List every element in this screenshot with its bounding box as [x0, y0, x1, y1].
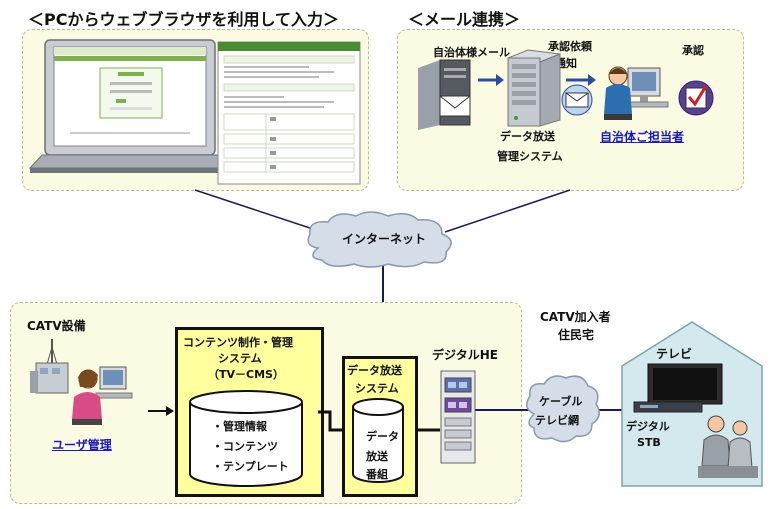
user-to-cms-arrow	[148, 406, 174, 416]
tv-label: テレビ	[656, 347, 693, 361]
stb-label-1: デジタル	[626, 420, 670, 433]
arrow-to-server-icon	[478, 74, 504, 86]
broadcast-system-label-1: データ放送	[500, 130, 555, 143]
user-management-label: ユーザ管理	[52, 438, 112, 452]
pc-input-title: ＜PCからウェブブラウザを利用して入力＞	[28, 10, 339, 29]
dbs-item-broadcast: 放送	[366, 450, 388, 463]
arrow-to-staff-icon	[566, 74, 596, 86]
internet-label: インターネット	[342, 232, 427, 246]
broadcast-system-label-2: 管理システム	[497, 150, 563, 163]
cms-database-icon	[189, 390, 303, 487]
municipal-staff-icon	[604, 66, 669, 120]
broadcast-server-icon	[507, 49, 561, 127]
digital-he-rack-icon	[440, 370, 476, 464]
approval-request-label-1: 承認依頼	[548, 40, 592, 53]
dbs-title-2: システム	[355, 382, 399, 395]
cms-title-3: （TV－CMS）	[208, 368, 284, 381]
cms-item-templates: ・テンプレート	[212, 460, 289, 473]
cable-network-label-1: ケーブル	[539, 395, 583, 408]
cms-title-2: システム	[218, 352, 262, 365]
subscriber-label-2: 住民宅	[558, 328, 595, 342]
internet-cloud-icon	[307, 211, 452, 268]
dbs-database-icon	[352, 398, 404, 483]
stb-icon	[633, 401, 703, 413]
catv-facility-label: CATV設備	[27, 319, 86, 333]
approval-check-icon	[678, 80, 714, 116]
mail-integration-title: ＜メール連携＞	[408, 10, 521, 29]
dbs-title-1: データ放送	[347, 364, 402, 377]
mail-flow-illustration	[418, 49, 714, 130]
cable-network-label-2: テレビ網	[535, 414, 579, 427]
dbs-item-data: データ	[366, 430, 399, 443]
dbs-item-program: 番組	[366, 468, 388, 481]
municipal-mail-label: 自治体様メール	[433, 46, 510, 59]
family-icon	[698, 415, 758, 478]
cms-item-contents: ・コンテンツ	[212, 440, 278, 453]
cms-item-management: ・管理情報	[212, 420, 267, 433]
cms-title-1: コンテンツ制作・管理	[183, 336, 293, 349]
tv-icon	[647, 363, 723, 409]
cable-network-cloud-icon	[526, 375, 600, 443]
operator-icon	[72, 366, 133, 425]
laptop-illustration	[28, 39, 361, 185]
digital-he-label: デジタルHE	[432, 348, 499, 362]
mail-envelope-icon	[439, 95, 471, 117]
operator-illustration	[30, 339, 133, 425]
subscriber-label-1: CATV加入者	[540, 310, 611, 324]
municipal-staff-label: 自治体ご担当者	[600, 130, 685, 144]
home-illustration	[621, 321, 763, 487]
stb-label-2: STB	[637, 436, 661, 449]
approval-mail-icon	[561, 84, 593, 116]
broadcast-tower-icon	[30, 339, 69, 394]
approval-label: 承認	[682, 44, 704, 57]
